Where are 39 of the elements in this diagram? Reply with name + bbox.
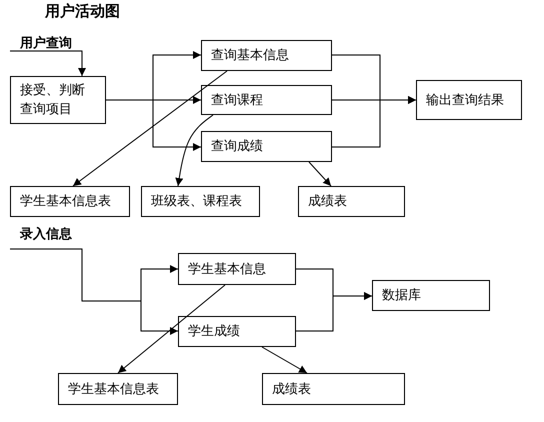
section-label: 用户查询 xyxy=(20,34,72,52)
arrow xyxy=(10,50,86,76)
box-label: 查询基本信息 xyxy=(211,47,289,65)
process-box xyxy=(201,40,332,71)
box-label: 成绩表 xyxy=(308,193,347,211)
box-label: 输出查询结果 xyxy=(426,92,504,110)
process-box xyxy=(178,316,296,347)
process-box xyxy=(178,253,296,285)
arrow xyxy=(72,70,228,186)
arrow xyxy=(296,292,372,332)
box-label: 查询课程 xyxy=(211,92,263,110)
process-box xyxy=(416,80,522,120)
process-box xyxy=(141,186,260,217)
box-label: 学生基本信息 xyxy=(188,260,266,278)
process-box xyxy=(58,373,178,405)
process-box xyxy=(10,186,130,217)
box-label: 学生基本信息表 xyxy=(20,193,111,211)
process-box xyxy=(298,186,405,217)
section-label: 录入信息 xyxy=(20,226,72,243)
box-label: 数据库 xyxy=(382,287,421,305)
box-label: 接受、判断查询项目 xyxy=(20,82,86,119)
box-label: 查询成绩 xyxy=(211,138,263,156)
arrow xyxy=(175,114,214,186)
arrow xyxy=(262,346,308,374)
arrow xyxy=(308,162,332,186)
arrow xyxy=(118,284,226,374)
process-box xyxy=(201,85,332,115)
box-label: 成绩表 xyxy=(272,380,311,398)
box-label: 学生成绩 xyxy=(188,323,240,341)
box-label: 班级表、课程表 xyxy=(151,193,242,211)
process-box xyxy=(372,280,490,311)
process-box xyxy=(262,373,405,405)
arrow xyxy=(332,96,416,148)
arrow xyxy=(106,100,202,151)
diagram-title: 用户活动图 xyxy=(45,2,120,21)
process-box xyxy=(10,76,106,124)
process-box xyxy=(201,131,332,162)
arrow xyxy=(10,248,178,335)
box-label: 学生基本信息表 xyxy=(68,380,159,398)
